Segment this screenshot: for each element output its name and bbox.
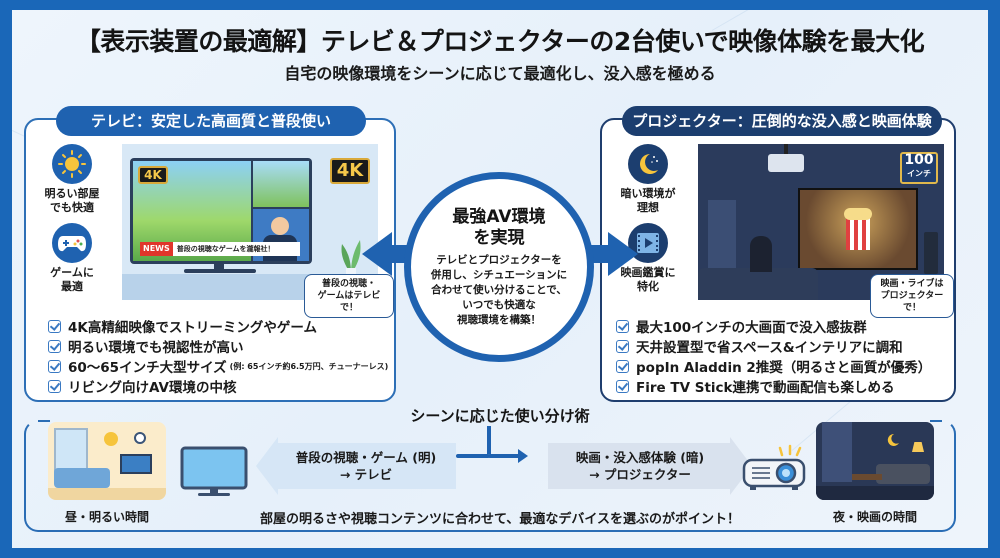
split-arrow-stem — [487, 426, 491, 454]
sofa-day — [54, 468, 110, 488]
4k-badge-small: 4K — [138, 166, 168, 184]
center-body: テレビとプロジェクターを 併用し、シチュエーションに 合わせて使い分けることで、… — [430, 253, 568, 326]
tv-checklist: 4K高精細映像でストリーミングやゲーム 明るい環境でも視認性が高い 60〜65イ… — [48, 316, 388, 396]
night-label: 夜・映画の時間 — [832, 510, 917, 524]
tv-illustration: 4K NEWS 普段の視聴なゲームを瀧報社！ — [130, 158, 312, 264]
projection-screen — [798, 188, 918, 270]
feature-label-dark-room: 暗い環境が 理想 — [620, 187, 676, 214]
projector-callout-bubble: 映画・ライブは プロジェクターで！ — [870, 274, 954, 318]
floor-night — [816, 486, 934, 500]
checklist-item: Fire TV Stick連携で動画配信も楽しめる — [616, 376, 931, 396]
tv-base — [184, 269, 256, 273]
tv-panel: テレビ：安定した高画質と普段使い 明るい部屋 でも快適 — [24, 106, 396, 402]
tv-neck — [214, 264, 224, 270]
projector-checklist: 最大100インチの大画面で没入感抜群 天井設置型で省スペース&インテリアに調和 … — [616, 316, 931, 396]
checkbox-icon — [48, 379, 61, 393]
sofa — [698, 268, 818, 300]
lamp — [912, 442, 924, 452]
curtain-night — [822, 422, 852, 482]
viewer-silhouette — [750, 236, 772, 272]
news-ticker: NEWS 普段の視聴なゲームを瀧報社！ — [140, 242, 300, 256]
left-band-arrow-tip — [256, 437, 278, 495]
news-tag: NEWS — [140, 242, 173, 256]
4k-badge-large: 4K — [330, 158, 370, 184]
projector-icon — [740, 444, 808, 494]
projector-panel-heading: プロジェクター：圧倒的な没入感と映画体験 — [622, 106, 942, 136]
feature-label-bright-room: 明るい部屋 でも快適 — [44, 187, 100, 214]
sun-small-icon — [104, 432, 118, 446]
center-summary-circle: 最強AV環境 を実現 テレビとプロジェクターを 併用し、シチュエーションに 合わ… — [404, 172, 594, 362]
page-subtitle: 自宅の映像環境をシーンに応じて最適化し、没入感を極める — [284, 64, 716, 83]
checklist-item: 4K高精細映像でストリーミングやゲーム — [48, 316, 388, 336]
split-arrow-head-icon — [518, 449, 528, 463]
tv-callout-bubble: 普段の視聴・ ゲームはテレビで！ — [304, 274, 394, 318]
speaker — [924, 232, 938, 274]
coffee-table — [852, 474, 882, 480]
popcorn-top — [844, 208, 872, 220]
feature-label-gaming: ゲームに 最適 — [50, 266, 94, 293]
checkbox-icon — [616, 359, 629, 373]
sports-screen — [253, 161, 309, 207]
tv-icon — [180, 446, 248, 498]
projector-mount — [784, 144, 788, 154]
checklist-item: 60〜65インチ大型サイズ(例: 65インチ約6.5万円、チューナーレス) — [48, 356, 388, 376]
100-inch-badge: 100 インチ — [900, 152, 938, 184]
sofa-night — [876, 464, 930, 484]
popcorn-illustration — [846, 216, 870, 250]
bottom-tip: 部屋の明るさや視聴コンテンツに合わせて、最適なデバイスを選ぶのがポイント！ — [260, 512, 740, 527]
floor — [48, 488, 166, 500]
checklist-item: 明るい環境でも視認性が高い — [48, 336, 388, 356]
checkbox-icon — [616, 339, 629, 353]
checklist-item: リビング向けAV環境の中核 — [48, 376, 388, 396]
split-arrow-right — [488, 454, 520, 458]
checklist-item: 天井設置型で省スペース&インテリアに調和 — [616, 336, 931, 356]
arrow-left-icon — [362, 232, 392, 276]
checkbox-icon — [616, 319, 629, 333]
curtain — [708, 200, 736, 280]
price-note: (例: 65インチ約6.5万円、チューナーレス) — [229, 361, 389, 371]
center-title: 最強AV環境 を実現 — [452, 206, 546, 248]
small-tv — [120, 454, 152, 474]
day-label: 昼・明るい時間 — [64, 510, 149, 524]
checklist-item: popIn Aladdin 2推奨（明るさと画質が優秀） — [616, 356, 931, 376]
usage-guide-frame — [24, 420, 956, 532]
usage-guide-title: シーンに応じた使い分け術 — [410, 407, 590, 425]
daytime-room-illustration — [48, 422, 166, 500]
moon-icon — [628, 144, 668, 184]
arrow-right-icon — [608, 232, 638, 276]
ceiling-projector — [768, 154, 804, 172]
projector-panel: プロジェクター：圧倒的な没入感と映画体験 暗い環境が 理想 映画鑑賞に 特化 — [600, 106, 956, 402]
checkbox-icon — [616, 379, 629, 393]
window — [54, 428, 88, 474]
projector-feature-column: 暗い環境が 理想 映画鑑賞に 特化 — [616, 144, 680, 302]
news-ticker-text: 普段の視聴なゲームを瀧報社！ — [176, 245, 275, 253]
split-arrow-left — [456, 454, 490, 458]
plant-illustration — [338, 236, 364, 276]
projector-scene-illustration: 100 インチ — [698, 144, 944, 300]
projector-usage-band: 映画・没入感体験 (暗) → プロジェクター — [548, 443, 732, 489]
checkbox-icon — [48, 359, 61, 373]
tv-feature-column: 明るい部屋 でも快適 ゲームに 最適 — [40, 144, 104, 302]
night-room-illustration — [816, 422, 934, 500]
checklist-item: 最大100インチの大画面で没入感抜群 — [616, 316, 931, 336]
arrow-right-shaft — [590, 245, 610, 263]
checkbox-icon — [48, 339, 61, 353]
tv-usage-band: 普段の視聴・ゲーム (明) → テレビ — [276, 443, 456, 489]
page-title: 【表示装置の最適解】テレビ＆プロジェクターの2台使いで映像体験を最大化 — [75, 27, 925, 56]
tv-panel-heading: テレビ：安定した高画質と普段使い — [56, 106, 366, 136]
sun-icon — [52, 144, 92, 184]
gamepad-icon — [52, 223, 92, 263]
checkbox-icon — [48, 319, 61, 333]
moon-small-icon — [886, 432, 900, 446]
clock-icon — [134, 432, 146, 444]
